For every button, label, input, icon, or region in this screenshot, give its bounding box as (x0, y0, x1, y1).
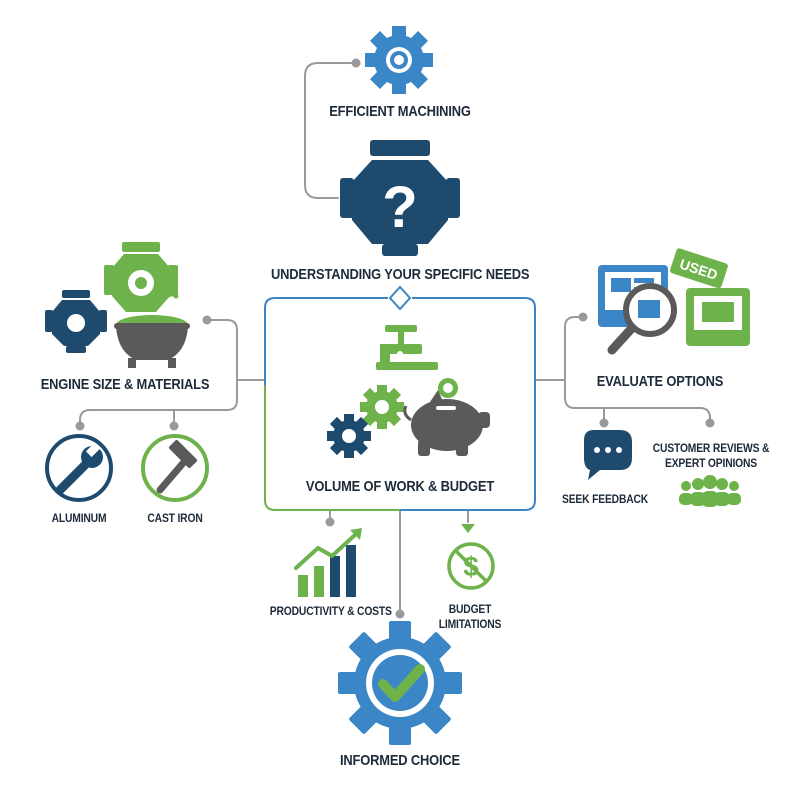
connector-engine-size (79, 319, 238, 426)
green-machine-icon (686, 288, 750, 346)
used-tag-icon: USED (670, 248, 728, 289)
label-evaluate-options: EVALUATE OPTIONS (596, 373, 724, 390)
engine-block-icon (45, 290, 107, 353)
center-box (264, 285, 536, 511)
label-reviews-line2: EXPERT OPINIONS (664, 456, 758, 470)
coin-icon (438, 378, 458, 398)
magnifier-icon (607, 283, 677, 355)
label-budget-line2: LIMITATIONS (438, 617, 502, 631)
label-budget-line1: BUDGET (448, 602, 492, 616)
no-dollar-icon: $ (447, 542, 495, 590)
piggy-bank-icon (403, 390, 490, 456)
connectors (79, 62, 711, 613)
center-diamond (388, 285, 412, 311)
connector-top-loop (304, 62, 356, 199)
svg-text:?: ? (382, 175, 417, 240)
chat-bubble-icon (584, 430, 632, 480)
label-seek-feedback: SEEK FEEDBACK (562, 492, 649, 506)
gear-icon (365, 26, 433, 94)
growth-chart-icon (294, 528, 362, 597)
connector-dots (75, 58, 715, 619)
label-productivity-costs: PRODUCTIVITY & COSTS (269, 604, 392, 618)
hammer-icon (141, 434, 209, 502)
green-engine-block-icon (104, 242, 178, 312)
label-cast-iron: CAST IRON (147, 511, 203, 525)
connector-evaluate (564, 316, 711, 423)
people-group-icon (679, 475, 741, 507)
label-aluminum: ALUMINUM (51, 511, 107, 525)
label-reviews: CUSTOMER REVIEWS & EXPERT OPINIONS (647, 441, 776, 471)
budget-arrow-icon (461, 524, 475, 533)
gears-icon (327, 385, 404, 458)
label-reviews-line1: CUSTOMER REVIEWS & (652, 441, 770, 455)
crucible-icon (114, 291, 190, 368)
machine-icon (376, 325, 438, 370)
wrench-icon (45, 434, 113, 502)
label-budget-limitations: BUDGET LIMITATIONS (431, 602, 508, 632)
engine-block-question-icon: ? (340, 140, 460, 256)
label-informed-choice: INFORMED CHOICE (340, 752, 460, 769)
label-volume-budget: VOLUME OF WORK & BUDGET (305, 478, 495, 495)
label-understanding-needs: UNDERSTANDING YOUR SPECIFIC NEEDS (271, 266, 530, 283)
label-engine-size-materials: ENGINE SIZE & MATERIALS (40, 376, 210, 393)
label-efficient-machining: EFFICIENT MACHINING (329, 103, 471, 120)
checkmark-gear-icon (338, 621, 462, 745)
